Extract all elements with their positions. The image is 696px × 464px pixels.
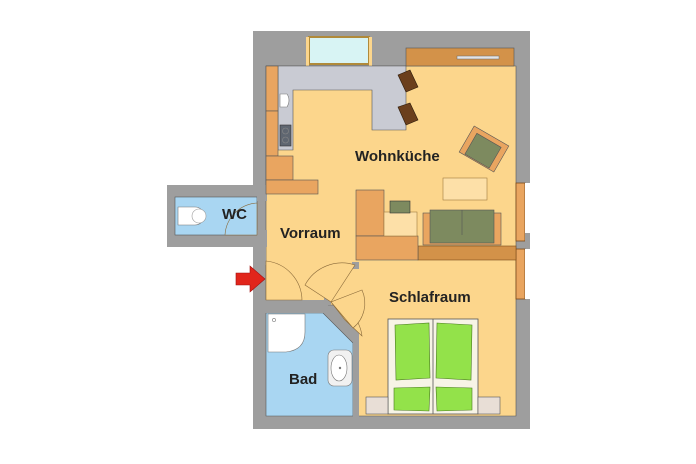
room-label-vorraum: Vorraum xyxy=(280,225,341,242)
kitchen xyxy=(265,65,419,195)
room-label-bad: Bad xyxy=(289,371,318,388)
living-furniture xyxy=(355,47,517,261)
room-label-schlafraum: Schlafraum xyxy=(389,289,471,306)
room-label-wohnkueche: Wohnküche xyxy=(355,148,440,165)
doors xyxy=(224,202,366,337)
double-bed xyxy=(365,318,501,415)
windows xyxy=(306,36,530,300)
interior-walls xyxy=(253,185,359,418)
room-label-wc: WC xyxy=(222,206,247,223)
bathroom-fixtures xyxy=(177,206,353,387)
entrance-arrow-icon xyxy=(235,265,266,293)
